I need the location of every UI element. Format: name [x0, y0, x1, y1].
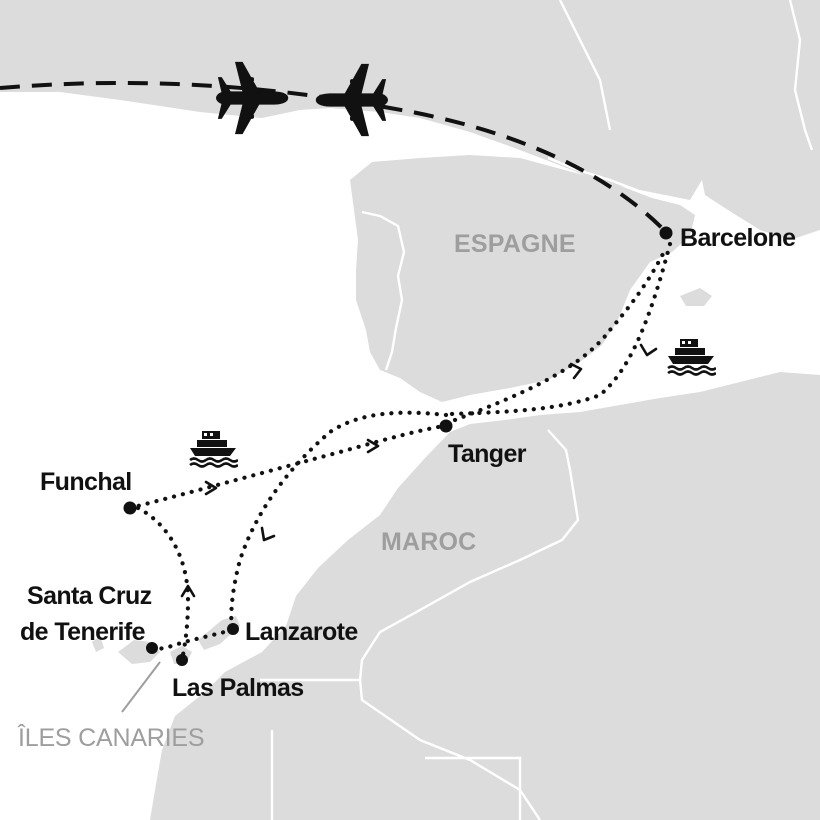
spain-portugal-border	[361, 210, 406, 371]
morocco-algeria-border	[358, 429, 580, 681]
canaries-leader-line	[121, 661, 161, 713]
stop-label-barcelona: Barcelone	[680, 224, 796, 252]
stop-marker-lanzarote	[227, 623, 239, 635]
route-funchal-las-palmas	[135, 505, 191, 663]
spain-france-border	[547, 156, 653, 198]
route-barcelona-tangier-south	[447, 241, 673, 417]
ship-icon	[666, 337, 716, 376]
route-tangier-funchal	[229, 410, 449, 631]
sea-routes	[127, 241, 673, 663]
stop-marker-tangier	[439, 419, 453, 433]
stop-marker-tenerife	[146, 642, 158, 654]
stop-label-funchal: Funchal	[40, 468, 132, 496]
stop-label-tenerife-line1: Santa Cruz	[27, 582, 152, 610]
arrow-chevron	[639, 343, 658, 357]
stop-marker-barcelona	[659, 226, 673, 240]
alps-border	[788, 0, 814, 151]
stop-label-tangier: Tanger	[448, 440, 527, 468]
stop-label-las-palmas: Las Palmas	[172, 674, 304, 702]
route-lanzarote-tenerife	[149, 627, 235, 651]
arrow-chevron	[260, 526, 276, 542]
mediterranean-east-land	[700, 138, 820, 240]
border-layer	[260, 0, 814, 820]
stop-label-lanzarote: Lanzarote	[245, 618, 358, 646]
route-tangier-barcelona-north	[452, 245, 669, 423]
africa-landmass	[150, 372, 820, 820]
arrow-chevron	[366, 438, 380, 454]
france-inner-border	[558, 0, 612, 131]
arrow-chevron	[569, 362, 583, 380]
iberia-landmass	[350, 155, 695, 402]
direction-arrows	[180, 343, 658, 598]
stops	[123, 226, 673, 666]
region-label-canaries: ÎLES CANARIES	[17, 723, 204, 752]
balearic-islands	[680, 288, 712, 306]
canary-island-la-palma	[92, 636, 104, 652]
stop-marker-las-palmas	[176, 654, 188, 666]
inner-border	[425, 756, 522, 820]
france-landmass	[0, 0, 820, 200]
country-label-spain: ESPAGNE	[454, 230, 576, 258]
country-label-morocco: MAROC	[381, 528, 476, 556]
ship-icon	[188, 429, 238, 468]
stop-marker-funchal	[123, 501, 137, 515]
arrow-chevron	[180, 584, 196, 598]
flight-route	[0, 80, 668, 234]
arrow-chevron	[204, 480, 218, 496]
stop-label-tenerife-line2: de Tenerife	[20, 618, 146, 646]
